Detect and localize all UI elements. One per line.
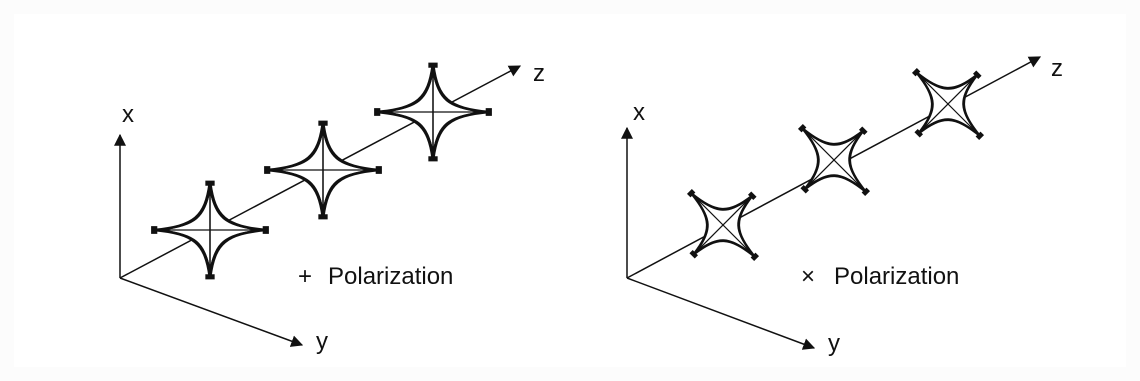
x-axis-label: x: [122, 101, 134, 128]
plus-polarization-panel: x y z + Polarization: [114, 60, 545, 355]
cross-symbol: ×: [801, 263, 815, 290]
x-axis-label: x: [633, 99, 645, 126]
wave-astroid-2: [267, 123, 379, 217]
polarization-caption: Polarization: [328, 263, 453, 290]
wave-astroid-3: [377, 65, 489, 159]
y-axis-line: [119, 277, 304, 347]
wave-astroid-1: [154, 183, 266, 277]
plus-symbol: +: [298, 263, 312, 290]
y-axis-label: y: [828, 330, 840, 357]
wave-astroid-1: [662, 164, 784, 286]
z-axis-label: z: [533, 60, 545, 87]
z-axis-label: z: [1051, 55, 1063, 82]
y-axis-label: y: [316, 328, 328, 355]
polarization-caption: Polarization: [834, 263, 959, 290]
y-axis-line: [626, 277, 816, 350]
wave-astroid-3: [887, 43, 1009, 165]
figure-panel: [14, 14, 1126, 367]
cross-polarization-panel: x y z × Polarization: [621, 43, 1063, 357]
wave-astroid-2: [773, 99, 895, 221]
